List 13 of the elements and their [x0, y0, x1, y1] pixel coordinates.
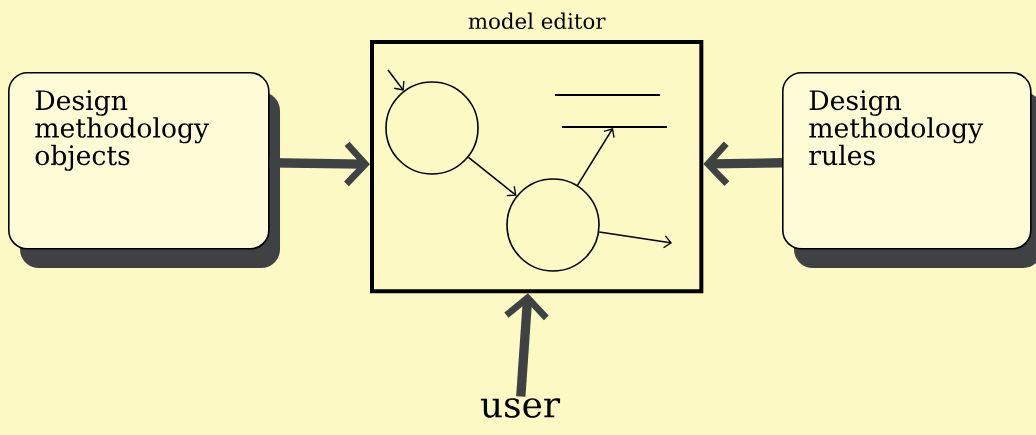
- circle: [385, 81, 479, 175]
- arrow: [598, 231, 672, 249]
- arrow: [576, 128, 615, 186]
- arrow: [504, 293, 549, 397]
- editor-window: model editor: [370, 12, 704, 294]
- rounded-box: Design methodology rules: [782, 72, 1036, 268]
- arrow: [387, 69, 405, 91]
- rounded-box: Design methodology objects: [8, 72, 280, 268]
- circle: [506, 178, 600, 272]
- arrow: [467, 156, 517, 197]
- arrow: [269, 141, 370, 187]
- node-label: model editor: [468, 12, 606, 30]
- user-label: user: [480, 398, 561, 418]
